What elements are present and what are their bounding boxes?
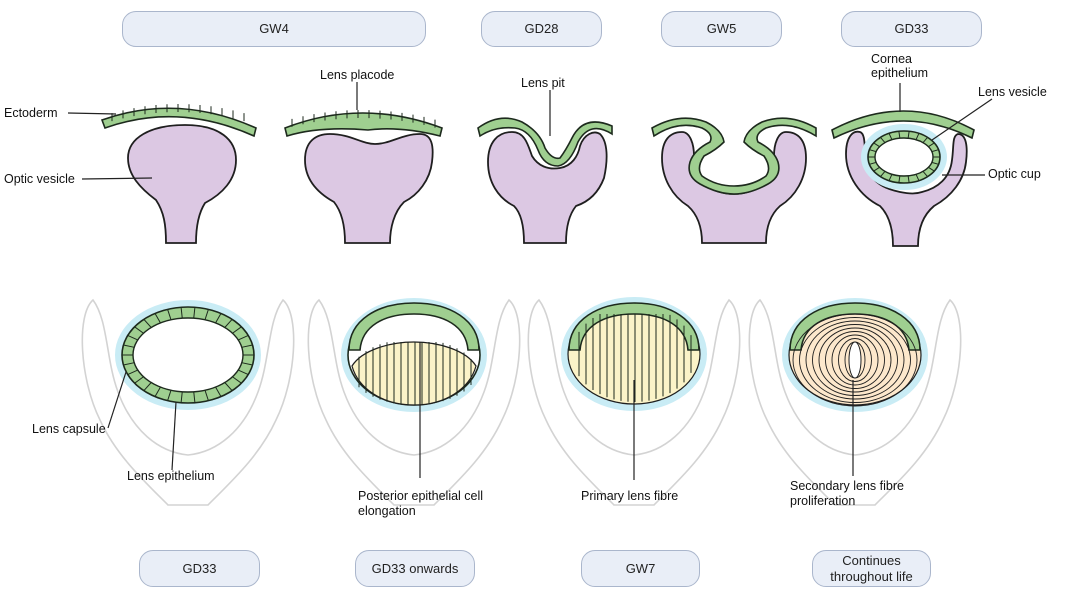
- stage-pill-gd33-onwards: GD33 onwards: [355, 550, 475, 587]
- label-optic-vesicle: Optic vesicle: [4, 172, 75, 186]
- stage-pill-label: GW4: [259, 21, 289, 36]
- lens-secondary-fibre: [782, 298, 928, 412]
- stage-invagination: [651, 117, 817, 244]
- stage-pill-gw4: GW4: [122, 11, 426, 47]
- stage-pill-label: GW7: [625, 560, 656, 576]
- lens-hollow: [115, 300, 261, 410]
- stage-pill-gd33-bottom: GD33: [139, 550, 260, 587]
- cornea-epithelium-layer: [831, 110, 975, 140]
- stage-pill-label: GD33: [182, 560, 217, 576]
- optic-vesicle-shape: [487, 131, 608, 244]
- label-lens-epithelium: Lens epithelium: [127, 469, 215, 483]
- lens-primary-fibre: [561, 297, 707, 411]
- label-lens-vesicle: Lens vesicle: [978, 85, 1047, 99]
- lens-pit-layer: [477, 117, 613, 167]
- lens-placode-layer: [284, 112, 443, 138]
- stage-pill-continues: Continues throughout life: [812, 550, 931, 587]
- ectoderm-layer: [100, 107, 257, 138]
- optic-cup-shape: [845, 130, 968, 247]
- optic-vesicle-shape: [127, 124, 237, 244]
- label-primary-fibre: Primary lens fibre: [581, 489, 678, 503]
- stage-pill-label: GW5: [706, 21, 737, 36]
- label-optic-cup: Optic cup: [988, 167, 1041, 181]
- stage-pill-gw5: GW5: [661, 11, 782, 47]
- label-lens-capsule: Lens capsule: [32, 422, 106, 436]
- stage-pill-gd28: GD28: [481, 11, 602, 47]
- stage-ectoderm-vesicle: [100, 104, 257, 244]
- stage-lens-vesicle: [831, 110, 975, 247]
- label-lens-pit: Lens pit: [521, 76, 565, 90]
- stage-pill-label: GD33: [894, 21, 929, 36]
- stage-pill-gw7: GW7: [581, 550, 700, 587]
- stage-pill-gd33: GD33: [841, 11, 982, 47]
- lens-posterior-elongation: [341, 298, 487, 412]
- stage-pill-label: Continues throughout life: [830, 552, 913, 584]
- stage-pill-label: GD33 onwards: [371, 560, 459, 576]
- stage-lens-pit: [477, 117, 613, 244]
- ghost-optic-cups: [81, 298, 962, 506]
- stage-lens-placode: [284, 110, 443, 244]
- optic-vesicle-shape: [304, 133, 434, 244]
- stage-pill-label: GD28: [524, 21, 559, 36]
- label-ectoderm: Ectoderm: [4, 106, 58, 120]
- label-lens-placode: Lens placode: [320, 68, 394, 82]
- bottom-labels: Lens capsule Lens epithelium Posterior e…: [32, 342, 904, 518]
- top-labels: Ectoderm Optic vesicle Lens placode Lens…: [4, 52, 1047, 186]
- invaginating-lens-layer: [651, 117, 817, 195]
